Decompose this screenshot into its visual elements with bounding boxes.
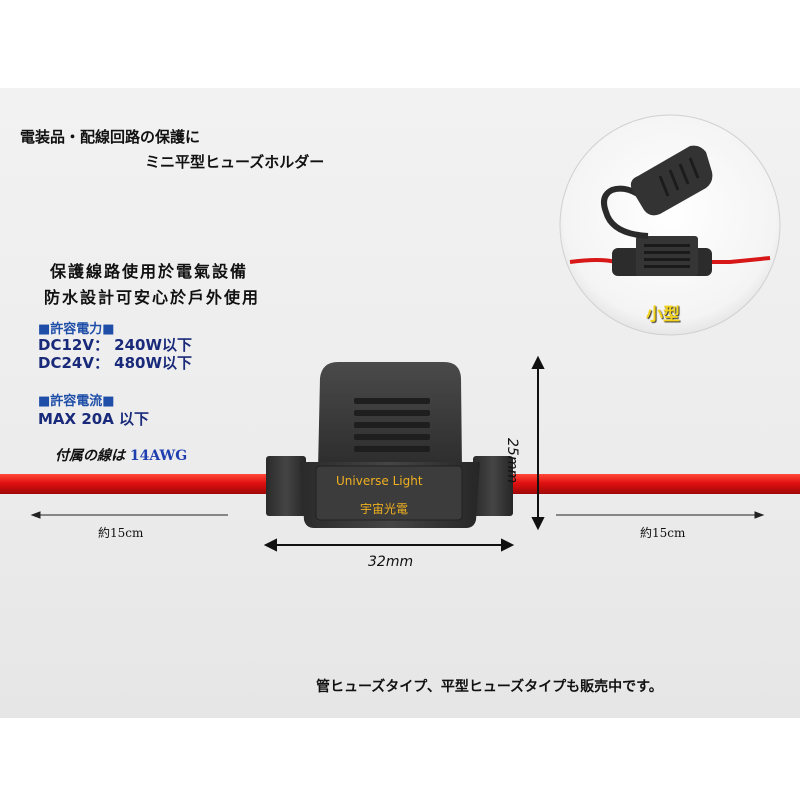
power-dc24: DC24V： 480W以下 — [38, 354, 193, 372]
collar-right — [473, 456, 513, 516]
left-length-label: 約15cm — [98, 526, 144, 540]
body-panel — [315, 465, 463, 521]
feature-line-1: 保護線路使用於電氣設備 — [50, 262, 249, 281]
wire-right — [512, 474, 800, 494]
header-line-1: 電装品・配線回路の保護に — [20, 128, 201, 146]
inset-size-label: 小型 — [646, 305, 680, 325]
power-dc12: DC12V： 240W以下 — [38, 336, 193, 354]
height-dimension-arrow — [531, 355, 545, 531]
feature-line-2: 防水設計可安心於戶外使用 — [44, 288, 261, 307]
brand-chinese: 宇宙光電 — [360, 502, 409, 516]
footer-note: 管ヒューズタイプ、平型ヒューズタイプも販売中です。 — [316, 679, 663, 695]
right-length-label: 約15cm — [640, 526, 686, 540]
width-label: 32mm — [368, 554, 414, 570]
width-dimension-arrow — [263, 538, 515, 552]
brand-english: Universe Light — [336, 474, 423, 488]
inset-circle — [559, 114, 781, 336]
inset-fuse-holder — [569, 145, 771, 276]
collar-left — [266, 456, 306, 516]
wire-note: 付属の線は 14AWG — [55, 445, 187, 465]
power-heading: ■許容電力■ — [38, 322, 115, 337]
cap-grip — [354, 398, 430, 452]
current-heading: ■許容電流■ — [38, 394, 115, 409]
current-max: MAX 20A 以下 — [38, 410, 150, 428]
wire-left — [0, 474, 272, 494]
wire-gauge: 14AWG — [129, 448, 188, 464]
header-line-2: ミニ平型ヒューズホルダー — [145, 153, 325, 171]
right-length-arrow — [556, 511, 765, 519]
left-length-arrow — [30, 511, 228, 519]
height-label: 25mm — [504, 438, 520, 484]
wire-note-prefix: 付属の線は — [55, 448, 125, 464]
